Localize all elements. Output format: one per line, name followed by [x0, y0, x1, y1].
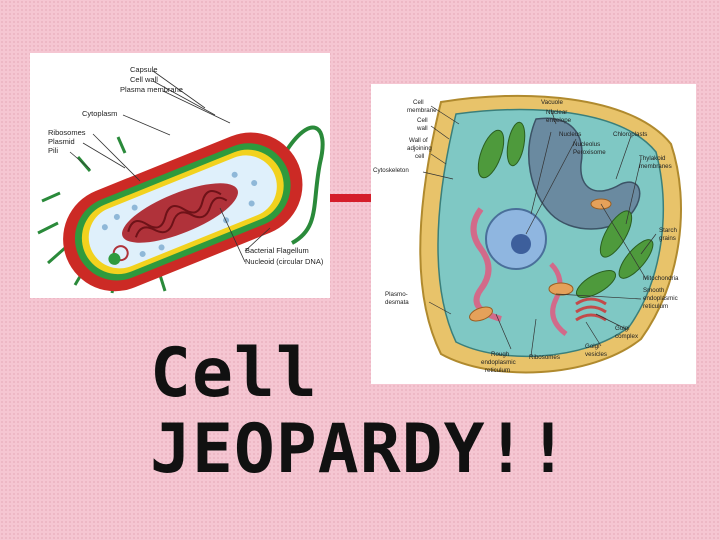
cytoplasm-shape [437, 108, 664, 358]
mitochondria-shapes [469, 198, 612, 322]
label-adjoining-2: adjoining [407, 145, 432, 152]
prokaryotic-cell-illustration: Capsule Cell wall Plasma membrane Cytopl… [37, 65, 325, 294]
label-cell-wall-2: wall [416, 125, 428, 132]
label-vacuole: Vacuole [541, 99, 563, 106]
label-ribosomes: Ribosomes [48, 128, 86, 137]
label-cytoplasm: Cytoplasm [82, 109, 117, 118]
label-nuclear-envelope-1: Nuclear [546, 109, 567, 116]
plant-cell-illustration: Cell membrane Cell wall Wall of adjoinin… [373, 94, 682, 374]
golgi-shape [575, 297, 607, 322]
euk-labels: Cell membrane Cell wall Wall of adjoinin… [373, 99, 679, 374]
label-rough-er-1: Rough [491, 351, 510, 358]
label-mitochondria: Mitochondria [643, 275, 679, 282]
rough-er-shape [470, 207, 502, 322]
ribosome-dots [101, 171, 258, 257]
plant-cell-diagram: Cell membrane Cell wall Wall of adjoinin… [371, 84, 696, 384]
title-line-2: JEOPARDY!! [150, 410, 570, 489]
label-plasma-membrane: Plasma membrane [120, 85, 183, 94]
label-nucleoid: Nucleoid (circular DNA) [245, 257, 324, 266]
label-plasmodesmata-2: desmata [385, 299, 409, 306]
label-nuclear-envelope-2: envelope [546, 117, 572, 124]
label-smooth-er-3: reticulum [643, 303, 668, 310]
label-pili: Pili [48, 146, 58, 155]
label-golgi-complex-2: complex [615, 333, 639, 340]
label-starch-1: Starch [659, 227, 677, 234]
nucleolus-shape [511, 234, 531, 254]
title-line-1: Cell [150, 334, 318, 413]
label-plasmid: Plasmid [48, 137, 75, 146]
connector-bar [330, 194, 372, 202]
flagellum-shape [283, 125, 325, 245]
label-nucleolus: Nucleolus [573, 141, 600, 148]
label-cell-membrane-2: membrane [407, 107, 437, 114]
prokaryotic-cell-diagram: Capsule Cell wall Plasma membrane Cytopl… [30, 53, 330, 298]
label-starch-2: grains [659, 235, 676, 242]
label-golgi-complex-1: Golgi [615, 325, 629, 332]
label-chloroplasts: Chloroplasts [613, 131, 647, 138]
label-adjoining-3: cell [415, 153, 424, 160]
label-cell-wall-1: Cell [417, 117, 428, 124]
label-capsule: Capsule [130, 65, 158, 74]
label-thylakoid-2: membranes [639, 163, 672, 170]
label-cell-membrane-1: Cell [413, 99, 424, 106]
label-nucleus: Nucleus [559, 131, 581, 138]
label-smooth-er-1: Smooth [643, 287, 665, 294]
label-flagellum: Bacterial Flagellum [245, 246, 309, 255]
label-cytoskeleton: Cytoskeleton [373, 167, 409, 174]
label-ribosomes: Ribosomes [529, 354, 560, 361]
label-golgi-vesicles-1: Golgi [585, 343, 599, 350]
label-golgi-vesicles-2: vesicles [585, 351, 607, 358]
label-smooth-er-2: endoplasmic [643, 295, 678, 302]
granule-shape [108, 252, 121, 265]
prok-leader-lines [69, 70, 271, 263]
label-peroxisome: Peroxisome [573, 149, 606, 156]
label-cell-wall: Cell wall [130, 75, 158, 84]
label-rough-er-3: reticulum [485, 367, 510, 374]
euk-leader-lines [422, 105, 657, 357]
label-thylakoid-1: Thylakoid [639, 155, 666, 162]
label-plasmodesmata-1: Plasmo- [385, 291, 408, 298]
label-rough-er-2: endoplasmic [481, 359, 516, 366]
vacuole-shape [528, 117, 641, 230]
label-adjoining-1: Wall of [409, 137, 428, 144]
